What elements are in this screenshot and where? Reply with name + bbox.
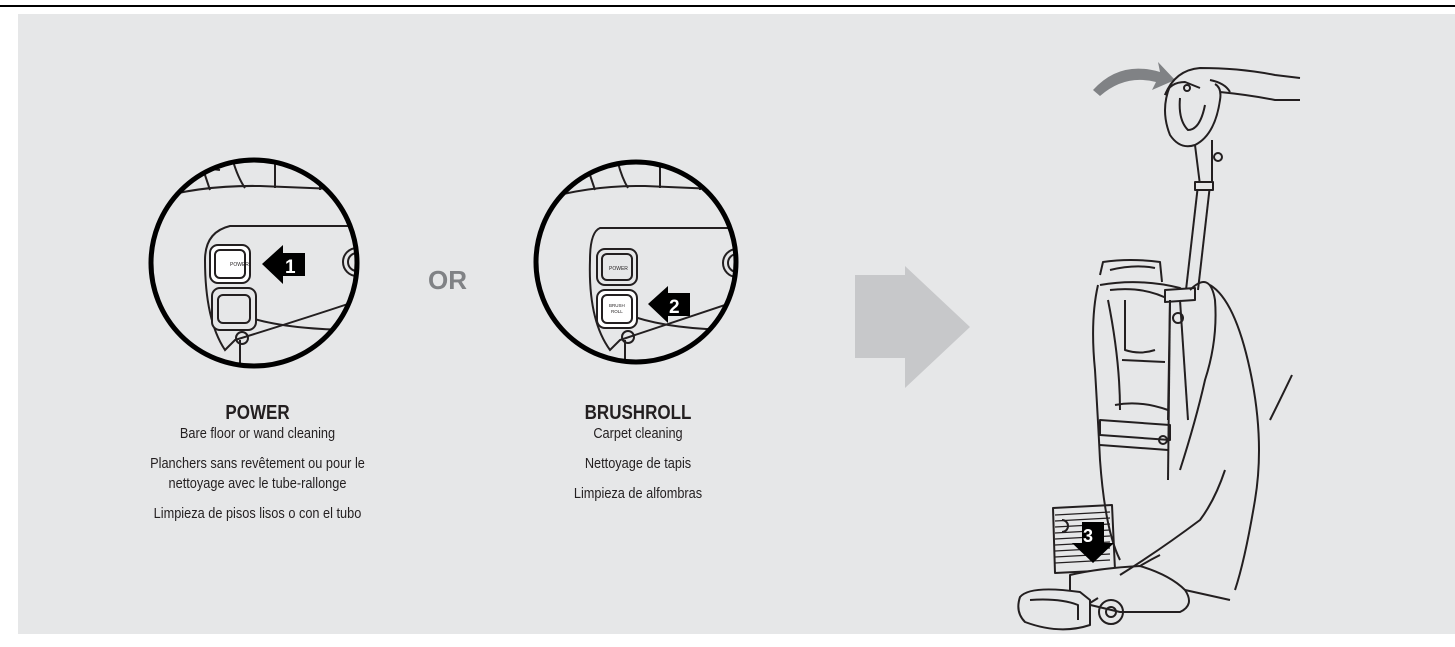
power-zoom-circle: POWER 1 xyxy=(148,157,360,369)
power-title: POWER xyxy=(225,402,290,424)
power-button-icon: POWER xyxy=(230,262,249,268)
power-line-es: Limpieza de pisos lisos o con el tubo xyxy=(153,505,362,522)
power-line-en: Bare floor or wand cleaning xyxy=(179,425,336,442)
power-button-small-label: POWER xyxy=(609,266,628,272)
brushroll-button-icon: BRUSH xyxy=(609,303,625,308)
press-down-arrow-icon xyxy=(1072,522,1114,563)
brushroll-line-en: Carpet cleaning xyxy=(593,425,683,442)
step-1-number: 1 xyxy=(285,257,296,278)
vacuum-illustration xyxy=(1017,62,1301,631)
power-caption: POWER Bare floor or wand cleaning Planch… xyxy=(80,402,435,524)
brushroll-line-es: Limpieza de alfombras xyxy=(573,485,703,502)
brushroll-button-label-2: ROLL xyxy=(611,309,623,314)
power-line-fr-2: nettoyage avec le tube-rallonge xyxy=(168,475,347,492)
or-label: OR xyxy=(428,265,467,295)
rotate-arrow-icon xyxy=(1093,62,1175,96)
step-1-arrow-icon: 1 xyxy=(262,245,305,284)
top-rule xyxy=(0,5,1455,7)
step-3-number: 3 xyxy=(1083,526,1093,546)
brushroll-zoom-circle: POWER BRUSH ROLL 2 xyxy=(533,159,739,365)
power-line-fr-1: Planchers sans revêtement ou pour le xyxy=(150,455,365,472)
brushroll-title: BRUSHROLL xyxy=(584,402,692,424)
step-2-arrow-icon: 2 xyxy=(648,286,690,323)
next-step-arrow-icon xyxy=(855,266,970,388)
brushroll-caption: BRUSHROLL Carpet cleaning Nettoyage de t… xyxy=(488,402,788,504)
step-2-number: 2 xyxy=(669,297,680,318)
brushroll-line-fr: Nettoyage de tapis xyxy=(584,455,692,472)
